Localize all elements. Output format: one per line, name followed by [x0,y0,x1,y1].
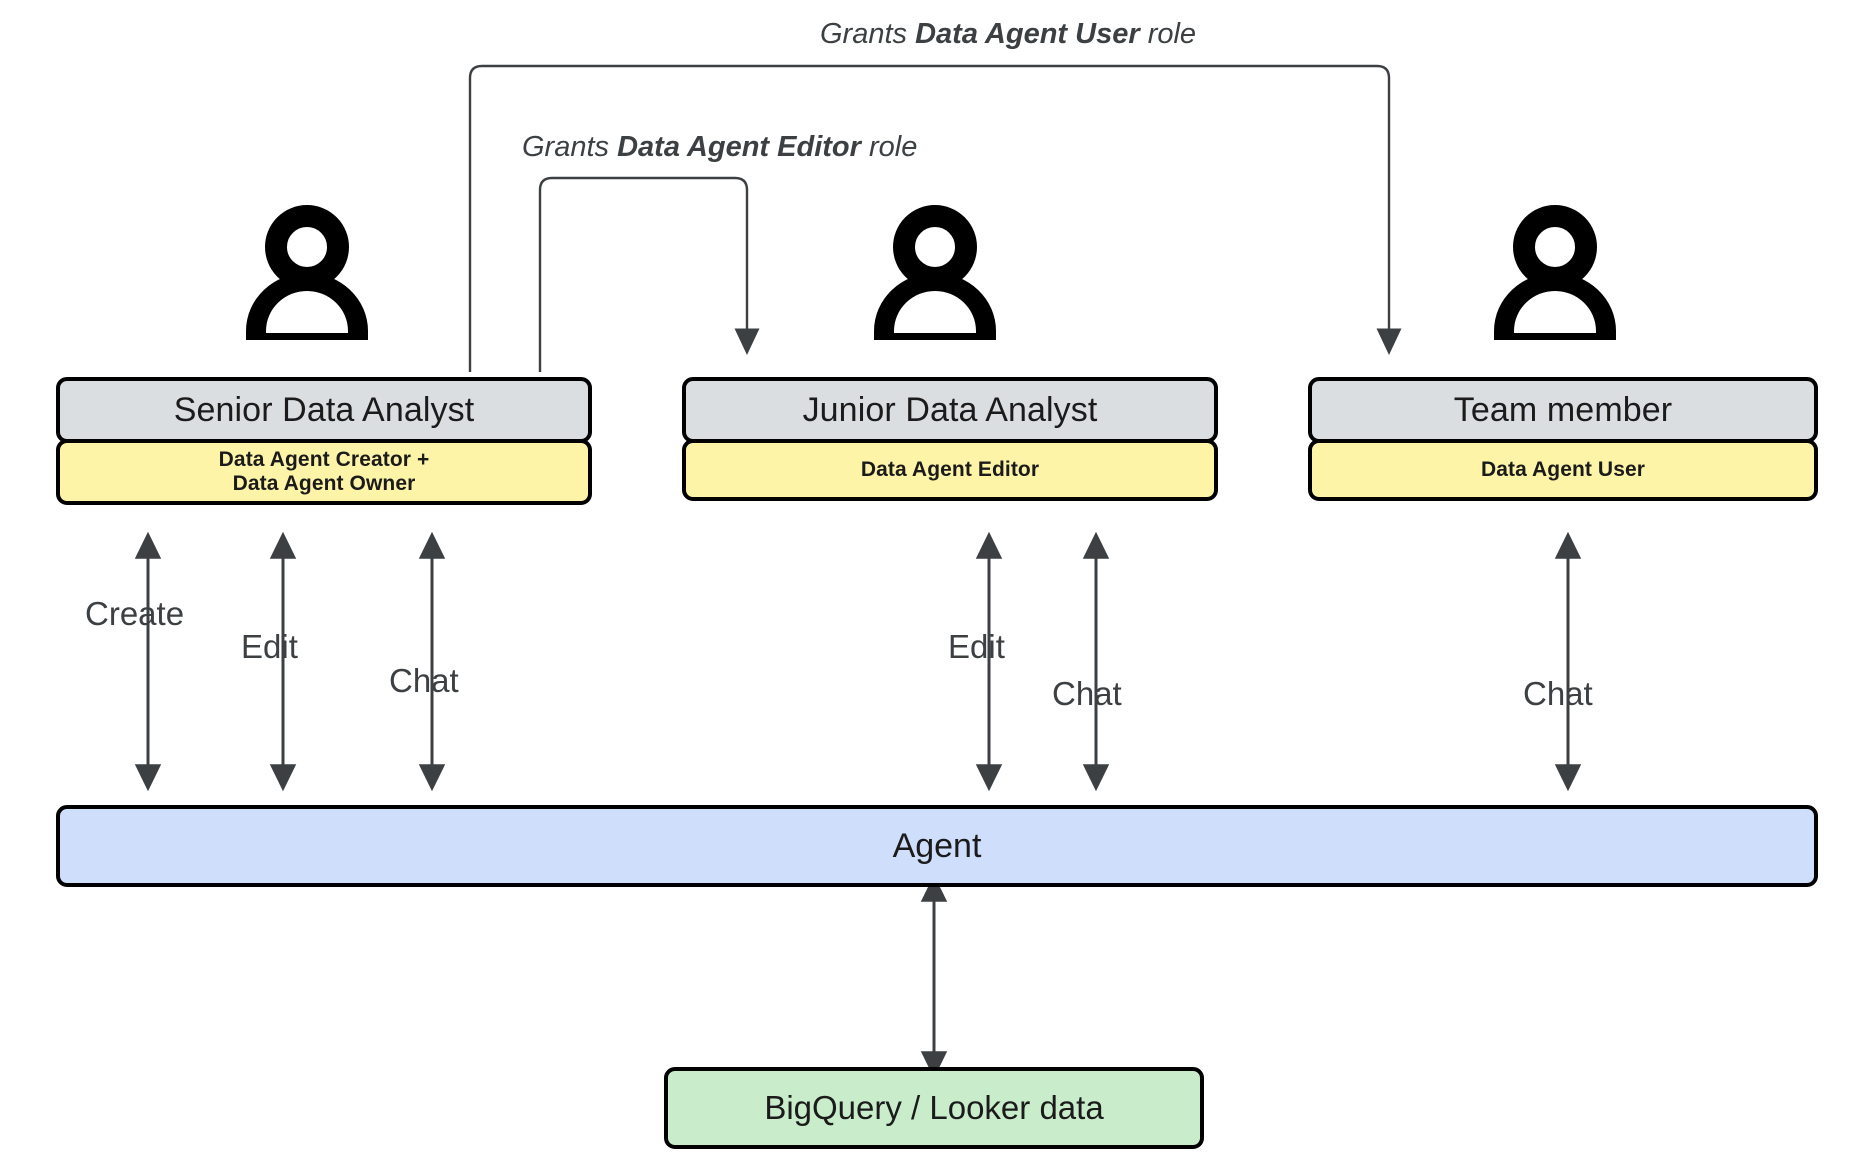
role-line-1: Data Agent Creator + [218,447,430,471]
agent-bar[interactable]: Agent [56,805,1818,887]
role-badge-junior-data-analyst[interactable]: Data Agent Editor [682,439,1218,501]
role-line-2: Data Agent Owner [232,472,416,495]
grant-role: Data Agent User [915,18,1140,50]
connector-grants-data-agent-editor [538,176,760,372]
actor-team-member: Team member Data Agent User [1308,377,1818,501]
actor-title-team-member[interactable]: Team member [1308,377,1818,443]
flow-label-senior-chat: Chat [389,662,459,699]
role-badge-team-member[interactable]: Data Agent User [1308,439,1818,501]
grant-role: Data Agent Editor [617,131,861,163]
grant-prefix: Grants [820,18,916,50]
grant-label-data-agent-editor: Grants Data Agent Editor role [522,131,917,164]
grant-label-data-agent-user: Grants Data Agent User role [820,18,1196,51]
role-badge-senior-data-analyst[interactable]: Data Agent Creator + Data Agent Owner [56,439,592,505]
flow-label-create: Create [85,595,185,632]
person-icon [874,205,996,340]
person-icon [1494,205,1616,340]
actor-junior-data-analyst: Junior Data Analyst Data Agent Editor [682,377,1218,501]
actor-senior-data-analyst: Senior Data Analyst Data Agent Creator +… [56,377,592,505]
grant-suffix: role [1139,18,1197,50]
flow-label-junior-edit: Edit [948,628,1005,665]
flow-label-senior-edit: Edit [241,628,298,665]
datasource-box[interactable]: BigQuery / Looker data [664,1067,1204,1149]
actor-title-junior-data-analyst[interactable]: Junior Data Analyst [682,377,1218,443]
flow-label-team-chat: Chat [1523,675,1593,712]
grant-prefix: Grants [522,131,618,163]
grant-suffix: role [860,131,918,163]
actor-title-senior-data-analyst[interactable]: Senior Data Analyst [56,377,592,443]
person-icon [246,205,368,340]
flow-label-junior-chat: Chat [1052,675,1122,712]
